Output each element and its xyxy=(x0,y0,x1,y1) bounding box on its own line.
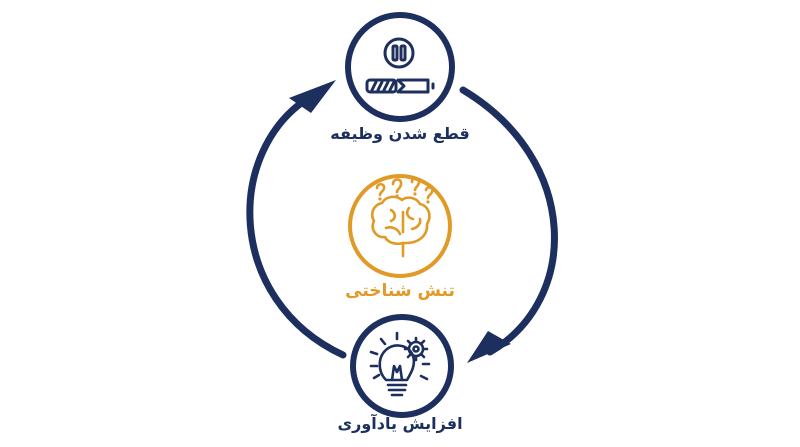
node-circle-bottom xyxy=(350,314,454,418)
node-label-bottom: افزایش یادآوری xyxy=(337,414,463,433)
node-cognitive-tension xyxy=(348,174,452,278)
node-circle-center xyxy=(348,174,452,278)
arrowhead-right xyxy=(467,331,511,363)
cycle-arrow-right xyxy=(459,86,558,356)
pause-battery-icon xyxy=(365,37,435,94)
arrowhead-left xyxy=(289,80,336,113)
node-increased-recall xyxy=(350,314,454,418)
node-label-top: قطع شدن وظیفه xyxy=(330,124,470,143)
node-task-interruption xyxy=(345,12,455,122)
cycle-arrow-left xyxy=(246,93,347,359)
confused-brain-icon xyxy=(370,176,434,258)
node-label-center: تنش شناختی xyxy=(345,281,455,301)
lightbulb-gear-icon xyxy=(369,331,431,397)
